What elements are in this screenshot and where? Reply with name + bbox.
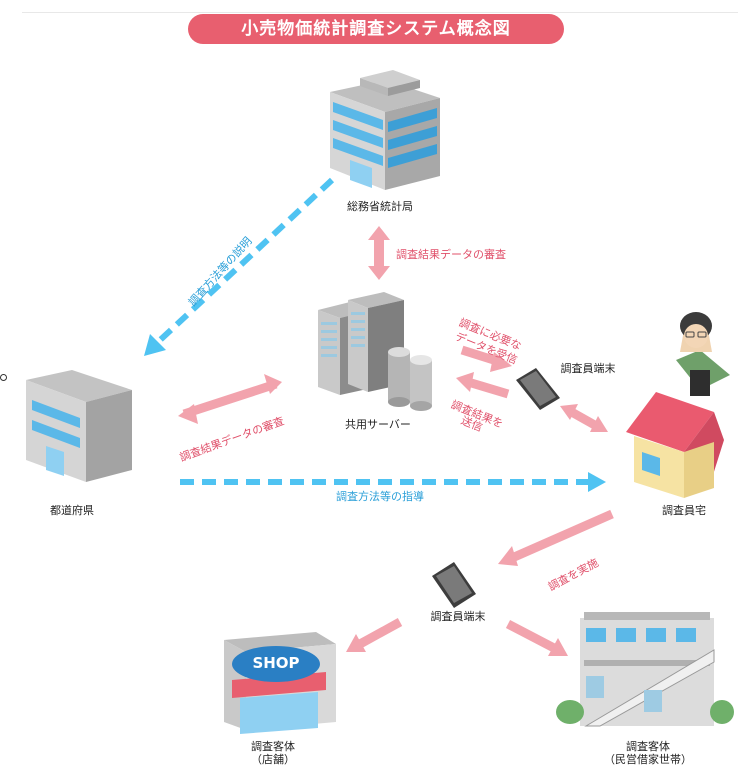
tablet-terminal-top-icon xyxy=(516,368,560,410)
arrow-to-household xyxy=(505,620,568,656)
arrow-guidance xyxy=(180,472,606,492)
household-target-label: 調査客体 xyxy=(626,740,670,753)
terminal-bottom-label: 調査員端末 xyxy=(430,610,486,623)
arrow-server-prefecture xyxy=(178,374,282,424)
surveyor-home-icon xyxy=(626,312,730,498)
bullet-marker xyxy=(0,374,7,381)
arrow-terminal-home xyxy=(560,404,608,432)
top-divider xyxy=(22,12,738,13)
household-target-sublabel: （民営借家世帯） xyxy=(604,753,692,766)
surveyor-home-label: 調査員宅 xyxy=(662,504,706,517)
arrow-conduct xyxy=(498,509,614,566)
arrow-receive xyxy=(460,345,512,372)
arrow-to-shop xyxy=(346,618,403,652)
prefecture-building-icon xyxy=(26,370,132,482)
flow-label-review-ministry: 調査結果データの審査 xyxy=(396,248,506,261)
shop-sign-text: SHOP xyxy=(252,654,300,672)
ministry-label: 総務省統計局 xyxy=(347,200,413,213)
arrow-send xyxy=(456,372,510,399)
prefecture-label: 都道府県 xyxy=(50,504,94,517)
server-icon xyxy=(318,292,432,411)
arrow-method-explanation xyxy=(144,177,335,356)
tablet-terminal-bottom-icon xyxy=(432,562,476,608)
flow-label-guidance: 調査方法等の指導 xyxy=(336,490,424,503)
diagram-title: 小売物価統計調査システム概念図 xyxy=(188,14,564,44)
apartment-building-icon xyxy=(556,612,734,727)
arrow-ministry-server xyxy=(368,226,390,280)
shop-target-sublabel: （店舗） xyxy=(251,753,295,766)
ministry-building-icon xyxy=(330,70,440,190)
shop-building-icon xyxy=(224,632,336,734)
shop-target-label: 調査客体 xyxy=(251,740,295,753)
server-label: 共用サーバー xyxy=(345,418,411,431)
terminal-top-label: 調査員端末 xyxy=(560,362,616,375)
